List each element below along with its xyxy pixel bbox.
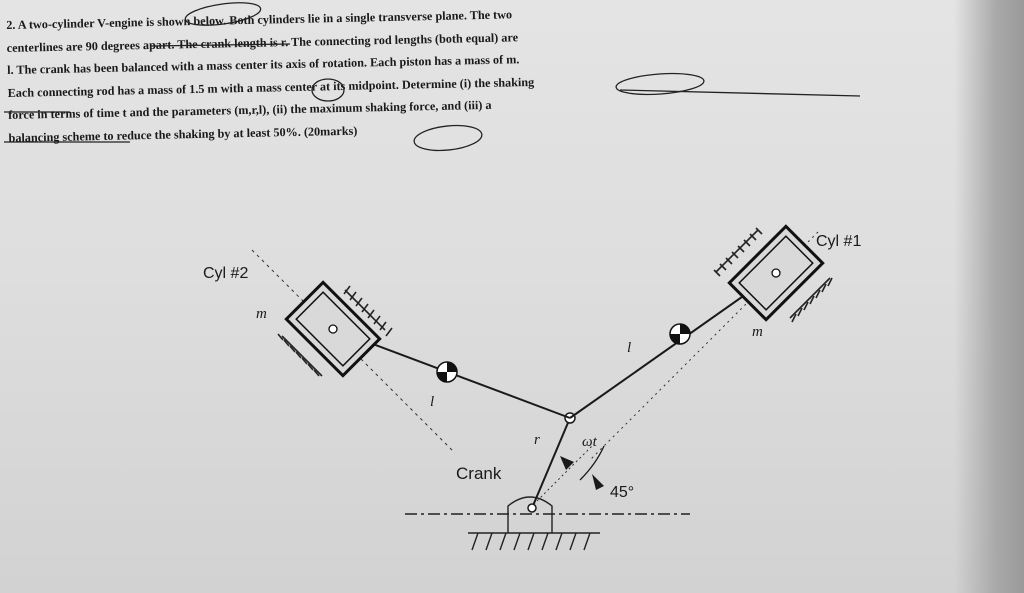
rod-length-label-2: l	[430, 394, 434, 410]
angle-label: 45°	[610, 484, 634, 501]
rod-mass-center-2-icon	[436, 361, 458, 383]
crank-arm	[531, 417, 571, 509]
piston-mass-label-1: m	[752, 324, 763, 340]
cyl2-piston	[284, 280, 382, 378]
cyl1-piston	[727, 224, 825, 322]
cyl2-centerline	[251, 249, 456, 454]
crank-label: Crank	[456, 464, 502, 483]
omega-arrow-icon	[560, 456, 574, 470]
piston-mass-label-2: m	[256, 306, 267, 322]
cyl2-label: Cyl #2	[203, 265, 248, 282]
cyl2-wall-hatching	[277, 285, 393, 377]
rod-length-label-1: l	[627, 340, 631, 356]
crank-pivot	[527, 503, 537, 513]
crank-radius-label: r	[534, 432, 540, 448]
page-edge-shadow	[954, 0, 1024, 593]
angular-position-label: ωt	[582, 434, 598, 450]
rotation-arc	[579, 445, 605, 481]
cyl1-wall-hatching	[713, 227, 833, 323]
ground-support	[468, 496, 600, 551]
cyl1-label: Cyl #1	[816, 233, 861, 250]
pen-annotations	[4, 2, 861, 152]
rod-mass-center-1-icon	[669, 323, 691, 345]
angle-arrow-icon	[592, 474, 604, 490]
